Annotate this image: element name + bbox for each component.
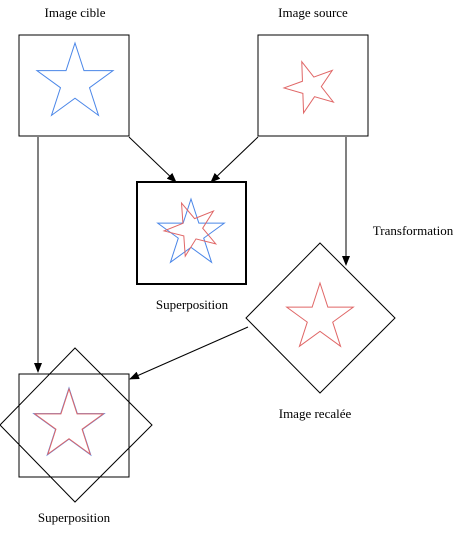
registered-to-superposition-arrow [129,326,249,380]
target-image-box [18,34,130,137]
target-star-icon [35,41,115,117]
superposition-target-star-icon [156,197,226,264]
transformation-label: Transformation [373,223,454,238]
superposition-bottom-label: Superposition [38,510,111,525]
target-to-superposition-arrow [128,136,177,183]
superposition-top-box [136,181,247,285]
source-image-box [257,34,369,137]
superposition-bottom-source-star-icon [33,387,105,456]
registered-image-box [245,242,396,394]
registered-star-icon [285,281,355,348]
source-to-superposition-arrow [210,136,259,183]
target-image-label: Image cible [45,5,106,20]
source-star-icon [282,60,335,115]
superposition-top-label: Superposition [156,297,229,312]
superposition-bottom-box [0,347,153,503]
source-image-label: Image source [278,5,348,20]
superposition-source-star-icon [162,201,218,258]
registered-image-label: Image recalée [279,406,352,421]
